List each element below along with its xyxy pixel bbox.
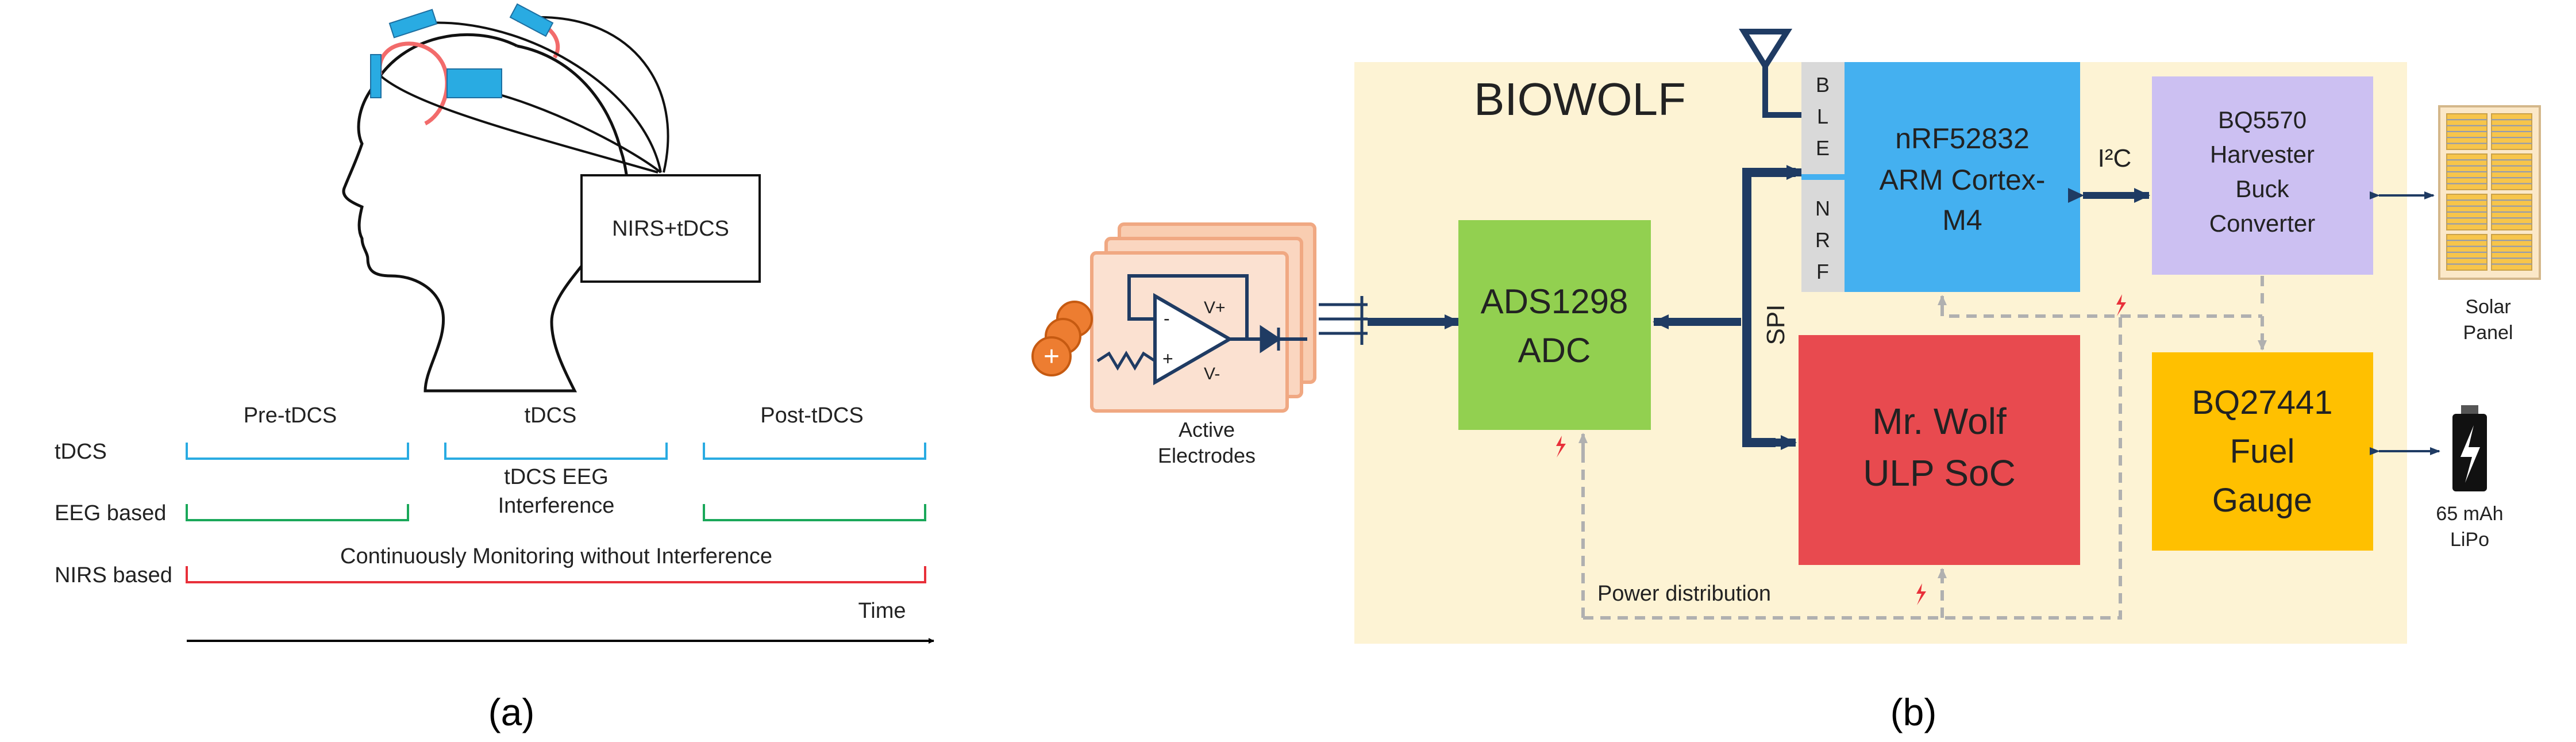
spi-label: SPI [1762,305,1790,345]
electrode-pad [509,3,554,37]
active-electrodes-group: V+ V- - + + Active Electrodes [1031,222,1316,467]
power-bolt-icon [1556,436,1566,457]
biowolf-title: BIOWOLF [1474,74,1686,125]
stimulation-arc-front [378,41,449,126]
nrf-label-3: M4 [1942,204,1982,236]
active-electrodes-label-2: Electrodes [1158,444,1256,467]
head-silhouette [342,33,593,393]
adc-label-1: ADS1298 [1481,282,1628,321]
opamp-vminus: V- [1204,364,1220,383]
electrode-wire [476,88,662,174]
eeg-interference-line2: Interference [498,494,615,518]
panel-b: BIOWOLF V+ V- - + + Active Electrodes [1031,29,2541,733]
harvester-label-2: Harvester [2210,141,2315,168]
fuel-gauge-label-1: BQ27441 [2192,384,2332,421]
ble-letter: L [1817,105,1828,128]
power-distribution-label: Power distribution [1597,582,1771,606]
fuel-gauge-label-3: Gauge [2212,482,2312,519]
fuel-gauge-block [2152,352,2373,551]
electrode-pad [446,68,502,98]
electrode-pad [370,54,382,98]
nrf-label-1: nRF52832 [1895,122,2030,155]
electrode-wire [372,68,659,174]
power-bolt-icon [1916,583,1926,605]
solar-label-2: Panel [2463,322,2513,344]
nirs-continuous-text: Continuously Monitoring without Interfer… [340,544,772,568]
electrode-wire [413,21,662,173]
nrf-letter: N [1815,197,1830,220]
wolf-label-1: Mr. Wolf [1872,401,2007,442]
electrode-wire [540,16,669,173]
row-label-tdcs: tDCS [55,440,107,464]
timeline-bracket-tdcs-pre [186,443,409,460]
opamp-vplus: V+ [1204,298,1226,317]
harvester-block [2152,76,2373,275]
harvester-label-3: Buck [2235,175,2289,202]
row-label-eeg: EEG based [55,501,166,525]
harvester-label-4: Converter [2209,210,2315,237]
panel-a: NIRS+tDCS Pre-tDCS tDCS Post-tDCS tDCS E… [55,3,934,733]
battery-label-2: LiPo [2450,529,2489,551]
ble-letter: B [1816,73,1830,97]
time-axis-label: Time [858,599,906,623]
panel-b-caption: (b) [1890,691,1937,733]
panel-a-caption: (a) [488,691,535,733]
antenna-icon [1739,29,1801,118]
solar-label-1: Solar [2465,296,2510,318]
nrf-letter: F [1816,260,1829,283]
adc-block [1458,220,1651,430]
nirs-tdcs-label: NIRS+tDCS [612,217,729,241]
phase-label-pre: Pre-tDCS [244,403,337,428]
timeline-bracket-eeg-post [703,504,926,521]
harvester-label-1: BQ5570 [2218,106,2307,133]
row-label-nirs: NIRS based [55,563,172,587]
feedback-loop [1127,274,1249,339]
power-bolt-icon [2116,294,2126,316]
wolf-soc-block [1799,335,2080,565]
phase-label-tdcs: tDCS [525,403,577,428]
power-distribution-line [1581,276,2264,620]
timeline-bracket-tdcs-post [703,443,926,460]
fuel-gauge-label-2: Fuel [2230,433,2295,470]
electrode-plus-icon: + [1044,341,1060,372]
timeline-bracket-tdcs-stim [444,443,668,460]
wolf-label-2: ULP SoC [1863,452,2016,494]
nrf-letter: R [1815,228,1830,252]
nirs-tdcs-box [580,174,761,283]
input-resistor [1096,351,1156,371]
phase-label-post: Post-tDCS [760,403,863,428]
nrf-label-2: ARM Cortex- [1880,164,2046,196]
solar-panel-cells [2446,113,2532,271]
electrode-pad [388,9,438,39]
nrf-block [1845,62,2080,292]
opamp-plus-sign: + [1162,348,1173,369]
opamp-triangle [1153,293,1234,386]
i2c-label: I²C [2098,144,2132,172]
head-back-curve [517,44,631,190]
ble-letter: E [1816,136,1830,160]
timeline-bracket-nirs [186,566,926,583]
electrode-button [1031,336,1072,376]
adc-label-2: ADC [1518,331,1591,370]
opamp-minus-sign: - [1164,308,1170,329]
active-electrodes-label-1: Active [1179,418,1235,441]
eeg-interference-line1: tDCS EEG [504,465,609,489]
battery-icon [2452,405,2487,491]
electrode-bus-bracket [1319,296,1368,345]
battery-label-1: 65 mAh [2436,503,2503,525]
timeline-bracket-eeg-pre [186,504,409,521]
